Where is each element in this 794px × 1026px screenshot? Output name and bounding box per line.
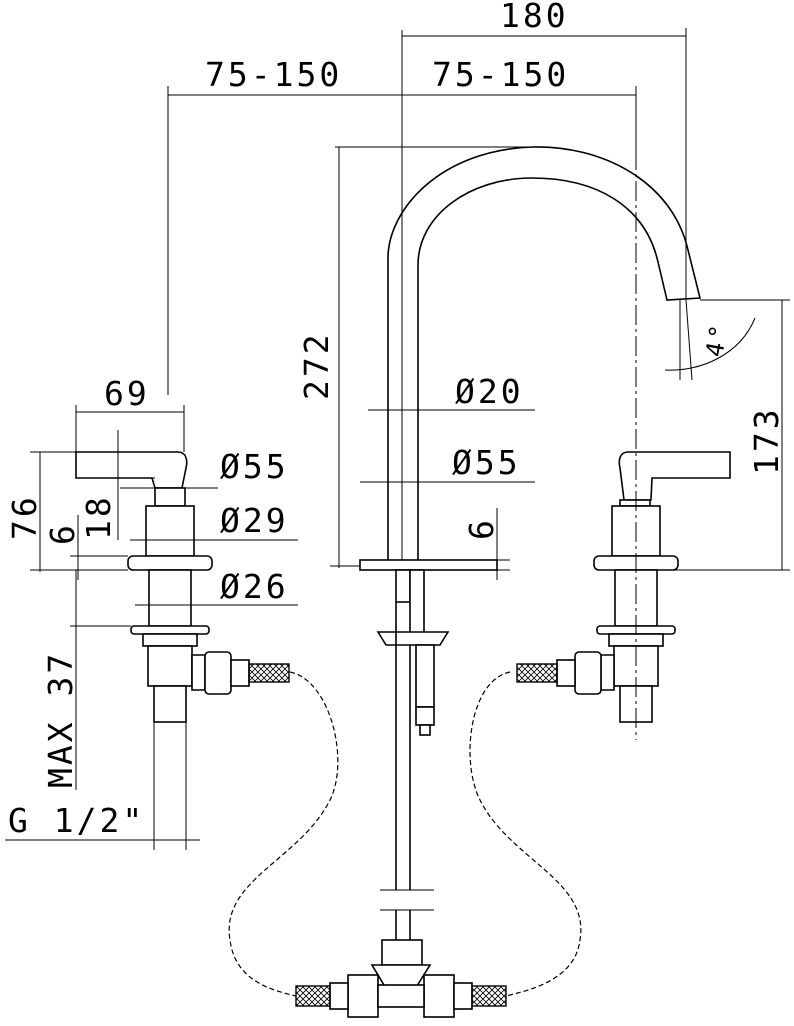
dim-spread-right: 75-150 bbox=[432, 55, 569, 94]
dim-diam-valve: Ø29 bbox=[220, 501, 289, 540]
dim-max-deck: MAX 37 bbox=[41, 651, 80, 788]
hose-right bbox=[469, 671, 582, 997]
spout-underdeck bbox=[376, 569, 450, 940]
dim-spout-height: 272 bbox=[297, 331, 336, 400]
tee-fitting bbox=[295, 939, 507, 1018]
dimension-75-150: 75-150 75-150 bbox=[167, 55, 637, 395]
spout: 272 bbox=[297, 146, 702, 571]
outlet-dimension: 173 4° bbox=[660, 299, 790, 571]
dim-diam-shank: Ø26 bbox=[220, 567, 289, 606]
dim-handle-lever: 18 bbox=[79, 494, 118, 540]
right-valve bbox=[516, 150, 731, 740]
dim-diam-body: Ø55 bbox=[220, 447, 289, 486]
dim-thread: G 1/2" bbox=[8, 801, 145, 840]
dim-handle-height: 76 bbox=[5, 494, 44, 540]
dim-total-width: 180 bbox=[500, 0, 569, 35]
center-diameter-dims: Ø20 Ø55 6 bbox=[360, 372, 535, 580]
dim-base-thickness-left: 6 bbox=[43, 522, 82, 545]
left-valve-dims: 69 76 18 6 Ø55 Ø29 Ø26 MAX 37 G 1/2" bbox=[5, 374, 298, 850]
left-valve bbox=[75, 451, 290, 723]
dim-base-thickness-center: 6 bbox=[462, 517, 501, 540]
dim-diam-spout: Ø20 bbox=[455, 372, 524, 411]
dim-diam-spout-base: Ø55 bbox=[452, 443, 521, 482]
dim-spout-tilt: 4° bbox=[700, 320, 734, 359]
hose-left bbox=[228, 671, 339, 997]
dim-spread-left: 75-150 bbox=[205, 55, 342, 94]
dim-outlet-height: 173 bbox=[747, 406, 786, 475]
dim-handle-width: 69 bbox=[104, 374, 150, 413]
